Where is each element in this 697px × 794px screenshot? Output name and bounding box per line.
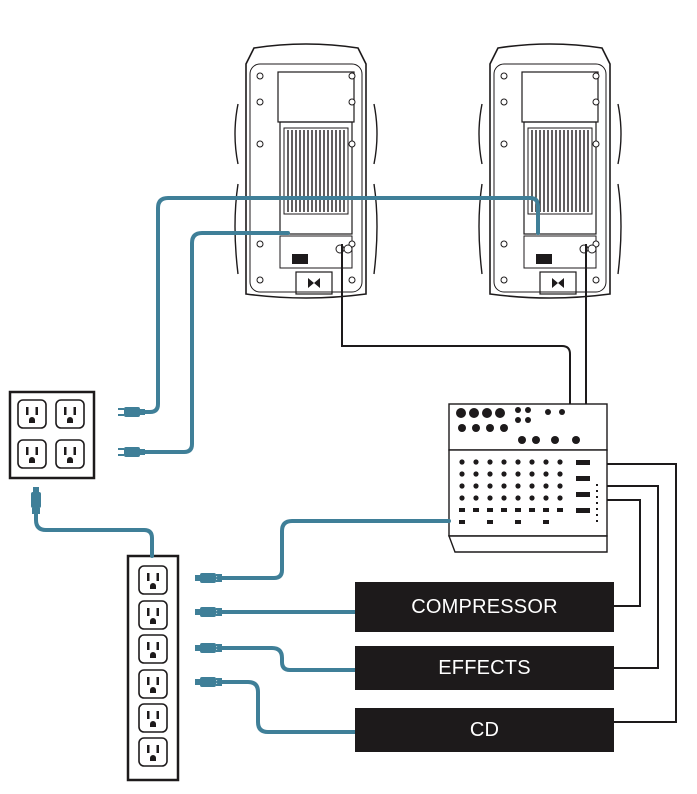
compressor-box: COMPRESSOR [355,582,614,632]
power-cables [34,196,540,734]
wall-outlet-icon [8,390,96,480]
power-strip-icon [126,554,180,782]
powered-speaker-right [478,43,622,299]
effects-label: EFFECTS [438,656,531,679]
compressor-label: COMPRESSOR [411,595,558,618]
mixer-icon [447,403,608,553]
cd-label: CD [469,718,500,741]
cd-box: CD [355,708,614,752]
audio-cables [341,244,677,723]
effects-box: EFFECTS [355,646,614,690]
powered-speaker-left [234,43,378,299]
